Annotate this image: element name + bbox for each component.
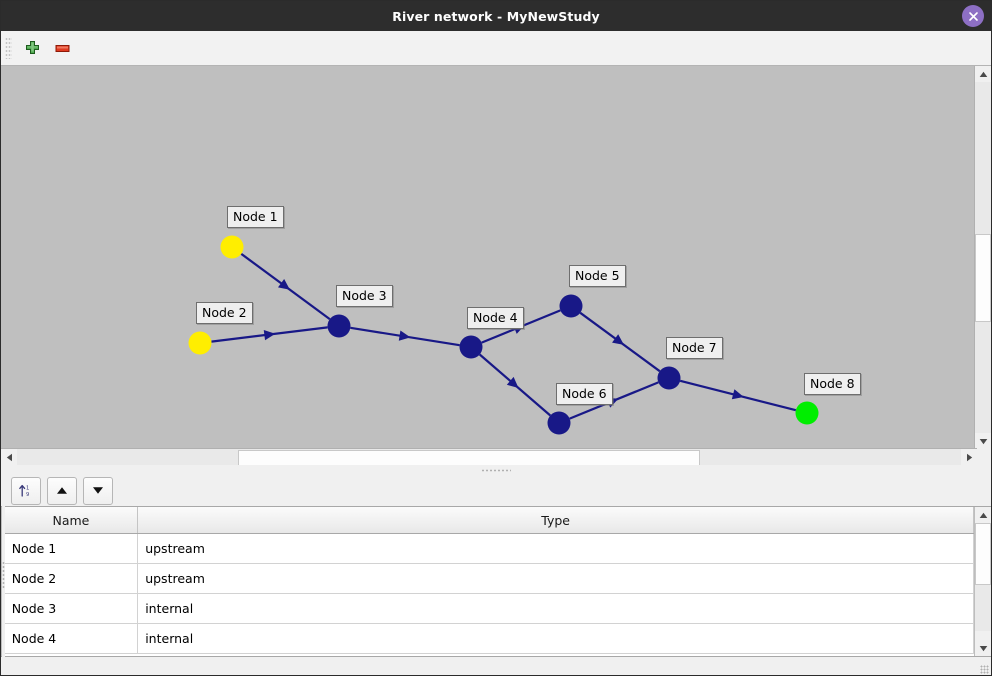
canvas-scroll-right-button[interactable] bbox=[961, 449, 977, 465]
graph-node[interactable] bbox=[327, 314, 351, 338]
svg-text:9: 9 bbox=[26, 492, 29, 498]
graph-viewport[interactable]: Node 1 Node 2 Node 3 Node 4 Node 5 Node 6 Node… bbox=[1, 66, 977, 449]
network-graph[interactable] bbox=[1, 66, 977, 449]
graph-node[interactable] bbox=[559, 294, 583, 318]
table-cell[interactable]: Node 1 bbox=[4, 533, 139, 564]
remove-minus-icon bbox=[55, 44, 69, 52]
branch-panel-footer bbox=[1, 657, 2, 675]
graph-node[interactable] bbox=[220, 235, 244, 259]
table-cell[interactable]: Node 4 bbox=[4, 623, 139, 654]
arrow-up-icon bbox=[56, 487, 67, 494]
graph-node[interactable] bbox=[795, 401, 819, 425]
edge-arrow-icon bbox=[506, 376, 519, 389]
tables-splitter-grip-icon bbox=[1, 561, 5, 589]
canvas-tables-splitter[interactable] bbox=[1, 465, 991, 475]
node-move-up-button[interactable] bbox=[46, 476, 77, 505]
node-column-header[interactable]: Name bbox=[4, 507, 139, 534]
toolbar-drag-handle[interactable] bbox=[5, 37, 12, 59]
chevron-up-icon bbox=[979, 512, 987, 518]
network-canvas[interactable]: Node 1 Node 2 Node 3 Node 4 Node 5 Node 6 Node… bbox=[1, 66, 991, 465]
edge-arrow-icon bbox=[612, 334, 624, 345]
edge-arrow-icon bbox=[263, 329, 276, 341]
remove-node-button[interactable] bbox=[47, 33, 77, 63]
table-cell[interactable]: internal bbox=[137, 623, 975, 654]
table-cell[interactable]: Node 3 bbox=[4, 593, 139, 624]
nodes-layer bbox=[188, 235, 819, 435]
node-scroll-up-button[interactable] bbox=[975, 507, 992, 523]
canvas-scroll-down-button[interactable] bbox=[975, 433, 991, 449]
graph-node-label: Node 8 bbox=[804, 373, 861, 395]
canvas-horizontal-scrollbar[interactable] bbox=[1, 448, 977, 465]
graph-node-label: Node 7 bbox=[666, 337, 723, 359]
graph-node-label: Node 4 bbox=[467, 307, 524, 329]
graph-node-label: Node 5 bbox=[569, 265, 626, 287]
tables-area: 1 9 bbox=[1, 475, 992, 675]
title-bar: River network - MyNewStudy bbox=[1, 1, 991, 31]
canvas-scroll-corner bbox=[975, 449, 991, 465]
add-plus-icon bbox=[25, 40, 39, 54]
close-icon bbox=[968, 11, 978, 21]
graph-node-label: Node 6 bbox=[556, 383, 613, 405]
node-move-down-button[interactable] bbox=[82, 476, 113, 505]
table-cell[interactable]: Node 2 bbox=[4, 563, 139, 594]
window-resize-grip-icon[interactable] bbox=[980, 665, 990, 674]
node-table-toolbar: 1 9 bbox=[5, 475, 991, 506]
chevron-left-icon bbox=[6, 453, 12, 461]
window-title: River network - MyNewStudy bbox=[392, 8, 600, 24]
chevron-down-icon bbox=[979, 645, 987, 651]
graph-node[interactable] bbox=[657, 366, 681, 390]
tables-splitter[interactable] bbox=[1, 475, 5, 675]
canvas-vscroll-thumb[interactable] bbox=[975, 234, 991, 322]
graph-node[interactable] bbox=[547, 411, 571, 435]
splitter-grip-icon bbox=[481, 468, 511, 472]
chevron-down-icon bbox=[979, 438, 987, 444]
graph-node-label: Node 1 bbox=[227, 206, 284, 228]
node-sort-button[interactable]: 1 9 bbox=[10, 476, 41, 505]
close-button[interactable] bbox=[962, 5, 984, 27]
sort-ascending-icon: 1 9 bbox=[19, 484, 30, 498]
graph-node[interactable] bbox=[188, 331, 212, 355]
table-cell[interactable]: internal bbox=[137, 593, 975, 624]
edge-arrow-icon bbox=[277, 279, 290, 290]
node-column-header[interactable]: Type bbox=[137, 507, 975, 534]
graph-node-label: Node 3 bbox=[336, 285, 393, 307]
edge-arrow-icon bbox=[398, 330, 411, 341]
table-cell[interactable]: upstream bbox=[137, 533, 975, 564]
chevron-up-icon bbox=[979, 71, 987, 77]
svg-text:1: 1 bbox=[26, 486, 29, 492]
node-panel: 1 9 bbox=[4, 475, 992, 675]
canvas-hscroll-thumb[interactable] bbox=[238, 450, 700, 465]
main-toolbar bbox=[1, 31, 991, 66]
table-cell[interactable]: upstream bbox=[137, 563, 975, 594]
canvas-scroll-left-button[interactable] bbox=[1, 449, 17, 465]
branch-table-vertical-scrollbar[interactable] bbox=[1, 507, 2, 656]
edge-arrow-icon bbox=[731, 389, 744, 400]
arrow-down-icon bbox=[92, 487, 103, 494]
canvas-vertical-scrollbar[interactable] bbox=[974, 66, 991, 449]
graph-node[interactable] bbox=[459, 335, 483, 359]
edges-layer bbox=[211, 252, 797, 420]
canvas-scroll-up-button[interactable] bbox=[975, 66, 991, 82]
node-scroll-down-button[interactable] bbox=[975, 640, 992, 656]
node-vscroll-thumb[interactable] bbox=[975, 523, 992, 585]
node-table-vertical-scrollbar[interactable] bbox=[974, 507, 992, 656]
node-panel-footer bbox=[4, 657, 992, 675]
add-node-button[interactable] bbox=[17, 33, 47, 63]
chevron-right-icon bbox=[966, 453, 972, 461]
graph-node-label: Node 2 bbox=[196, 302, 253, 324]
